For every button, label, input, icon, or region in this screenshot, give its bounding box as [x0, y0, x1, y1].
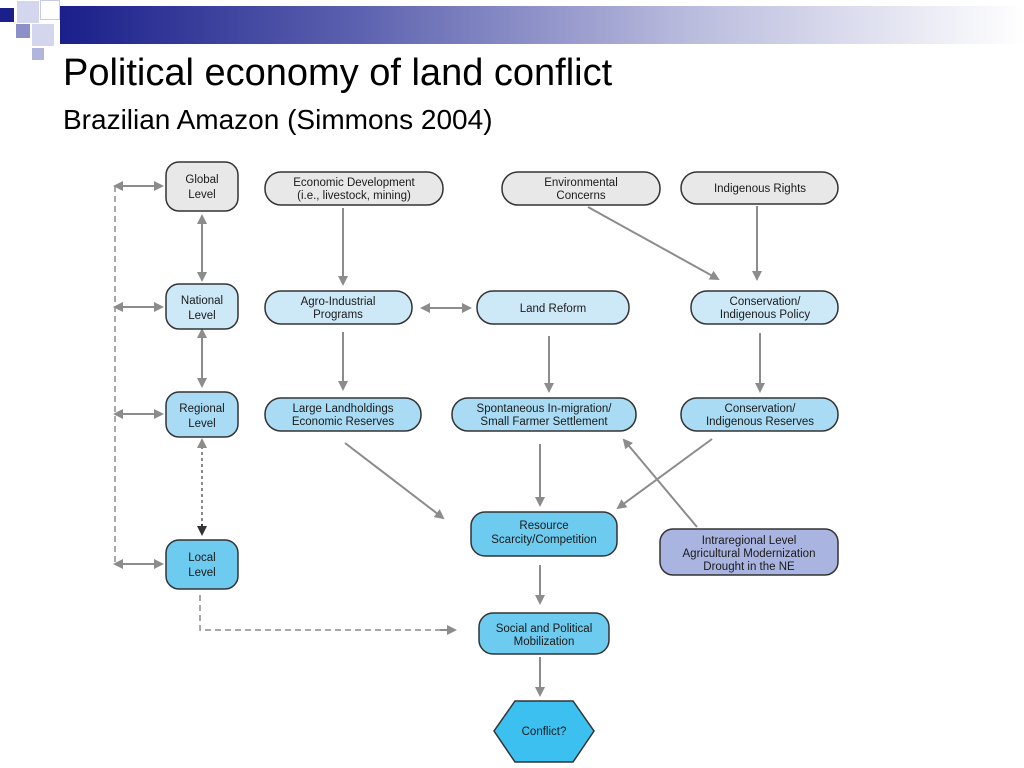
svg-text:Conservation/: Conservation/: [730, 296, 802, 308]
arrow-large-resource: [344, 442, 445, 520]
svg-text:Conflict?: Conflict?: [522, 726, 567, 738]
node-economic-development: Economic Development (i.e., livestock, m…: [264, 171, 444, 206]
svg-text:Land Reform: Land Reform: [520, 303, 586, 315]
node-large-landholdings: Large Landholdings Economic Reserves: [264, 397, 422, 432]
node-conservation-reserves: Conservation/ Indigenous Reserves: [680, 397, 839, 432]
svg-text:Economic Development: Economic Development: [293, 177, 415, 189]
svg-text:Level: Level: [188, 567, 216, 579]
nodes: Global Level National Level Regional Lev…: [165, 161, 839, 763]
svg-text:Conservation/: Conservation/: [725, 403, 797, 415]
svg-text:(i.e., livestock, mining): (i.e., livestock, mining): [297, 190, 411, 202]
header-decoration-square: [16, 0, 40, 24]
node-conflict: Conflict?: [493, 700, 595, 763]
node-resource-scarcity: Resource Scarcity/Competition: [470, 511, 618, 557]
arrow-env-conservation: [587, 206, 720, 280]
svg-text:Mobilization: Mobilization: [514, 636, 575, 648]
svg-text:Level: Level: [188, 189, 216, 201]
slide-title: Political economy of land conflict: [63, 52, 613, 94]
header-decoration-square: [16, 24, 30, 38]
svg-text:Regional: Regional: [179, 403, 224, 415]
svg-text:Indigenous Reserves: Indigenous Reserves: [706, 416, 814, 428]
node-national-level: National Level: [165, 283, 239, 330]
header-decoration-square: [32, 48, 44, 60]
arrow-local-social-dashed: [199, 595, 455, 631]
svg-text:Intraregional Level: Intraregional Level: [702, 535, 797, 547]
svg-text:Scarcity/Competition: Scarcity/Competition: [491, 534, 596, 546]
svg-text:Indigenous Policy: Indigenous Policy: [720, 309, 810, 321]
node-environmental-concerns: Environmental Concerns: [501, 171, 661, 206]
node-intraregional-level: Intraregional Level Agricultural Moderni…: [659, 528, 839, 576]
svg-text:Concerns: Concerns: [556, 190, 605, 202]
node-global-level: Global Level: [165, 161, 239, 212]
node-indigenous-rights: Indigenous Rights: [680, 171, 839, 205]
svg-text:Local: Local: [188, 552, 216, 564]
svg-text:Global: Global: [185, 174, 218, 186]
svg-text:Small Farmer Settlement: Small Farmer Settlement: [480, 416, 608, 428]
node-land-reform: Land Reform: [476, 290, 630, 325]
svg-text:Environmental: Environmental: [544, 177, 618, 189]
node-conservation-policy: Conservation/ Indigenous Policy: [690, 290, 839, 325]
svg-text:Economic Reserves: Economic Reserves: [292, 416, 395, 428]
slide-subtitle: Brazilian Amazon (Simmons 2004): [63, 104, 493, 135]
svg-text:National: National: [181, 295, 223, 307]
node-local-level: Local Level: [165, 539, 239, 590]
node-regional-level: Regional Level: [165, 391, 239, 438]
svg-text:Indigenous Rights: Indigenous Rights: [714, 183, 806, 195]
header-decoration-square: [32, 24, 54, 46]
header-decoration-square: [0, 8, 14, 22]
arrow-intraregional-spontaneous: [622, 438, 698, 528]
header-decoration-square: [40, 0, 60, 20]
svg-text:Social and Political: Social and Political: [496, 623, 593, 635]
node-spontaneous-migration: Spontaneous In-migration/ Small Farmer S…: [451, 397, 637, 432]
svg-text:Level: Level: [188, 418, 216, 430]
svg-text:Programs: Programs: [313, 309, 363, 321]
svg-text:Large Landholdings: Large Landholdings: [292, 403, 393, 415]
header-gradient-bar: [60, 6, 1024, 44]
svg-text:Drought in the NE: Drought in the NE: [703, 561, 795, 573]
svg-text:Agricultural Modernization: Agricultural Modernization: [683, 548, 816, 560]
connectors: [113, 181, 765, 697]
svg-text:Spontaneous In-migration/: Spontaneous In-migration/: [477, 403, 613, 415]
svg-text:Agro-Industrial: Agro-Industrial: [301, 296, 376, 308]
svg-text:Level: Level: [188, 310, 216, 322]
node-social-mobilization: Social and Political Mobilization: [478, 612, 610, 655]
svg-text:Resource: Resource: [519, 520, 568, 532]
node-agro-industrial-programs: Agro-Industrial Programs: [264, 290, 413, 325]
arrow-consreserves-resource: [616, 438, 713, 510]
